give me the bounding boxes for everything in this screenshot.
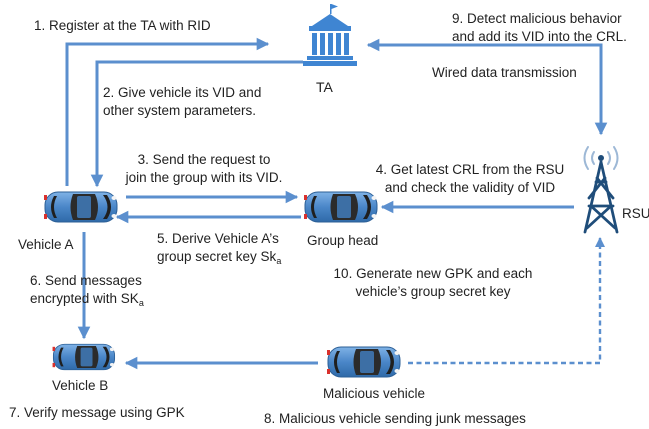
step-6-line-2: encrypted with SKa <box>30 291 144 308</box>
vehicle-a-label: Vehicle A <box>18 237 74 252</box>
arrow-register <box>65 37 270 186</box>
ta-building-icon <box>303 4 357 66</box>
step-4-line-2: and check the validity of VID <box>384 180 556 195</box>
vehicle-b-car-icon <box>52 343 116 371</box>
step-10-line-1: 10. Generate new GPK and each <box>333 266 533 281</box>
step-2-line-2: other system parameters. <box>103 103 257 118</box>
malicious-car-icon <box>326 346 401 378</box>
step-5-line-1: 5. Derive Vehicle A’s <box>157 231 279 246</box>
wired-transmission-label: Wired data transmission <box>432 65 577 80</box>
vehicle-a-car-icon <box>43 191 118 223</box>
ta-label: TA <box>316 79 333 95</box>
step-9-line-2: and add its VID into the CRL. <box>452 29 627 44</box>
radio-tower-icon <box>583 146 619 234</box>
arrow-wired <box>366 38 608 136</box>
step-8-label: 8. Malicious vehicle sending junk messag… <box>264 411 526 426</box>
step-9-line-1: 9. Detect malicious behavior <box>452 11 622 26</box>
group-head-car-icon <box>303 191 378 223</box>
step-10-line-2: vehicle’s group secret key <box>355 284 511 299</box>
step-5-line-2: group secret key Ska <box>157 249 282 266</box>
arrow-dashed-to-rsu <box>408 236 606 365</box>
step-4-line-1: 4. Get latest CRL from the RSU <box>375 162 565 177</box>
step-1-label: 1. Register at the TA with RID <box>34 18 211 33</box>
step-3-line-1: 3. Send the request to <box>137 152 271 167</box>
malicious-vehicle-label: Malicious vehicle <box>323 386 426 401</box>
step-3-line-2: join the group with its VID. <box>125 170 283 185</box>
group-head-label: Group head <box>307 233 379 248</box>
vehicle-b-label: Vehicle B <box>52 378 109 393</box>
arrow-give-vid <box>90 60 303 188</box>
rsu-label: RSU <box>622 206 649 221</box>
step-7-label: 7. Verify message using GPK <box>9 405 185 420</box>
arrows <box>65 37 608 370</box>
step-2-line-1: 2. Give vehicle its VID and <box>103 85 262 100</box>
step-6-line-1: 6. Send messages <box>30 273 142 288</box>
